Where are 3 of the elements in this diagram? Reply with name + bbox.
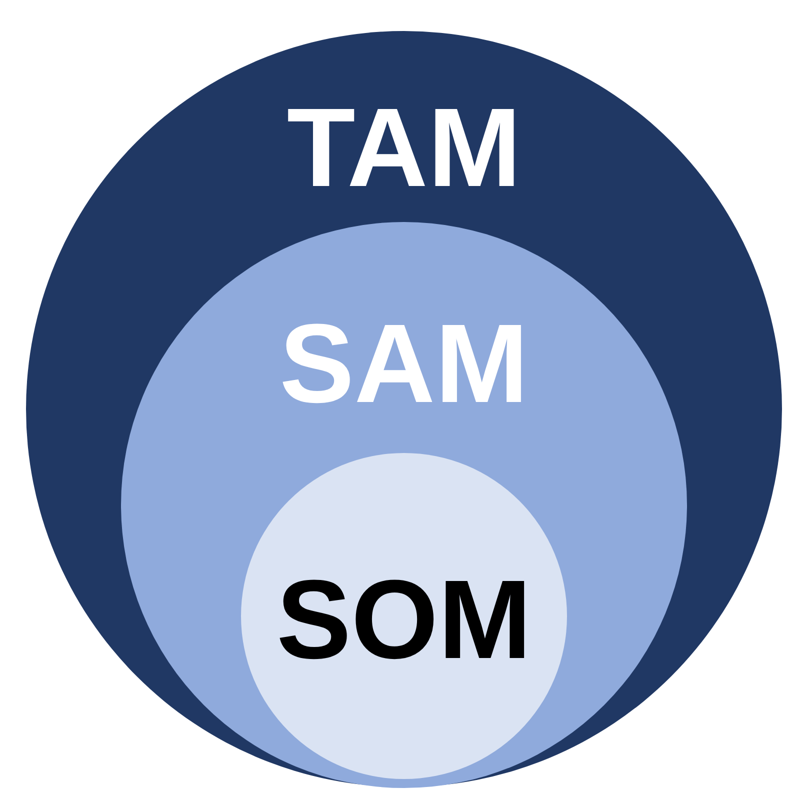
market-label: SAM <box>280 308 528 420</box>
market-label: SOM <box>276 564 532 676</box>
market-label: TAM <box>286 92 522 204</box>
